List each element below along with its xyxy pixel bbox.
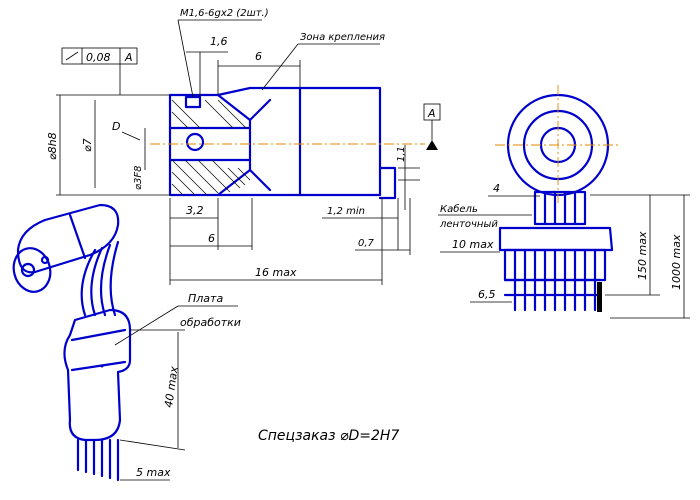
dim-16-max: 16 max [255,266,297,279]
dim-dia-8h8: ⌀8h8 [46,132,59,160]
plate-label-2: обработки [180,316,241,329]
tolerance-frame [61,47,138,65]
dim-6-5: 6,5 [478,288,496,301]
dim-dia-7: ⌀7 [81,138,94,152]
dim-dia-3f8: ⌀3F8 [133,166,144,191]
cable-label-1: Кабель [440,203,478,215]
end-view [495,85,620,312]
dim-1-2-min: 1,2 min [327,206,365,217]
cable-label-2: ленточный [439,219,498,230]
iso-bore [20,262,36,278]
end-view-dimensions: 4 Кабель ленточный 10 max 6,5 150 max 10… [438,182,690,319]
chamfer [248,98,272,192]
dim-1-6: 1,6 [210,35,228,48]
section-hatching [171,99,251,196]
ribbon-cable-top [533,190,587,226]
plate-label-1: Плата [188,292,223,305]
cable-exit [378,166,397,200]
d-label: D [112,120,120,133]
dim-6-top: 6 [255,50,262,63]
bore [168,126,252,162]
section-dimensions: 0,08 A M1,6-6gx2 (2шт.) 1,6 6 Зона крепл… [46,8,441,285]
iso-end-face [12,247,52,293]
datum-a: A [427,107,436,120]
special-order-note: Спецзаказ ⌀D=2H7 [258,428,399,444]
dim-5-max: 5 max [136,466,171,479]
thread-hole [184,95,202,109]
processing-board-side [498,226,614,252]
cross-hole [185,132,205,152]
ribbon-cable [533,190,587,226]
dim-40-max: 40 max [162,365,181,408]
iso-housing [16,203,120,274]
isometric-view [12,203,132,482]
dim-0-7: 0,7 [358,238,375,249]
section-view [150,86,425,200]
dim-4: 4 [493,182,500,195]
isometric-dimensions: Плата обработки 40 max 5 max [114,292,241,481]
iso-bottom-wires [76,438,120,482]
dim-150-max: 150 max [636,231,649,280]
iso-thread-hole [40,255,50,265]
iso-board-lines [70,328,127,372]
iso-board [63,308,132,442]
thread-callout: M1,6-6gx2 (2шт.) [180,8,269,19]
dim-1-1: 1,1 [396,146,407,162]
tolerance-datum: A [124,51,133,64]
tolerance-value: 0,08 [86,51,111,64]
zone-label: Зона крепления [300,32,385,43]
iso-seam [68,213,87,260]
dim-1000-max: 1000 max [670,234,683,290]
iso-ribbon [80,240,120,317]
datum-triangle [426,140,438,150]
board-connector [597,282,602,312]
iso-board-dot [100,364,104,368]
dim-10-max: 10 max [452,238,494,251]
dim-3-2: 3,2 [186,204,204,217]
dim-6-bottom: 6 [208,232,215,245]
housing-body [216,86,382,197]
board-edge [503,278,602,297]
